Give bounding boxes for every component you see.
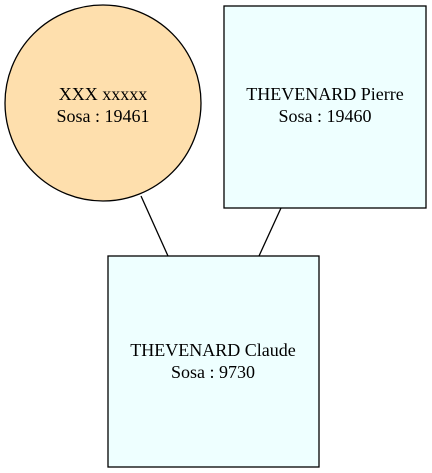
mother-sosa: Sosa : 19461: [56, 106, 149, 126]
father-sosa: Sosa : 19460: [278, 106, 371, 126]
edge-mother-to-child: [140, 195, 169, 257]
child-sosa: Sosa : 9730: [171, 362, 255, 382]
person-node-child[interactable]: THEVENARD Claude Sosa : 9730: [107, 255, 320, 468]
person-node-father[interactable]: THEVENARD Pierre Sosa : 19460: [223, 5, 427, 209]
mother-name: XXX xxxxx: [59, 84, 148, 104]
edge-father-to-child: [258, 207, 282, 257]
father-name: THEVENARD Pierre: [246, 84, 403, 104]
child-name: THEVENARD Claude: [130, 340, 295, 360]
mother-node-shape: [4, 4, 202, 202]
child-node-shape: [107, 255, 320, 468]
father-node-shape: [223, 5, 427, 209]
person-node-mother[interactable]: XXX xxxxx Sosa : 19461: [4, 4, 202, 202]
